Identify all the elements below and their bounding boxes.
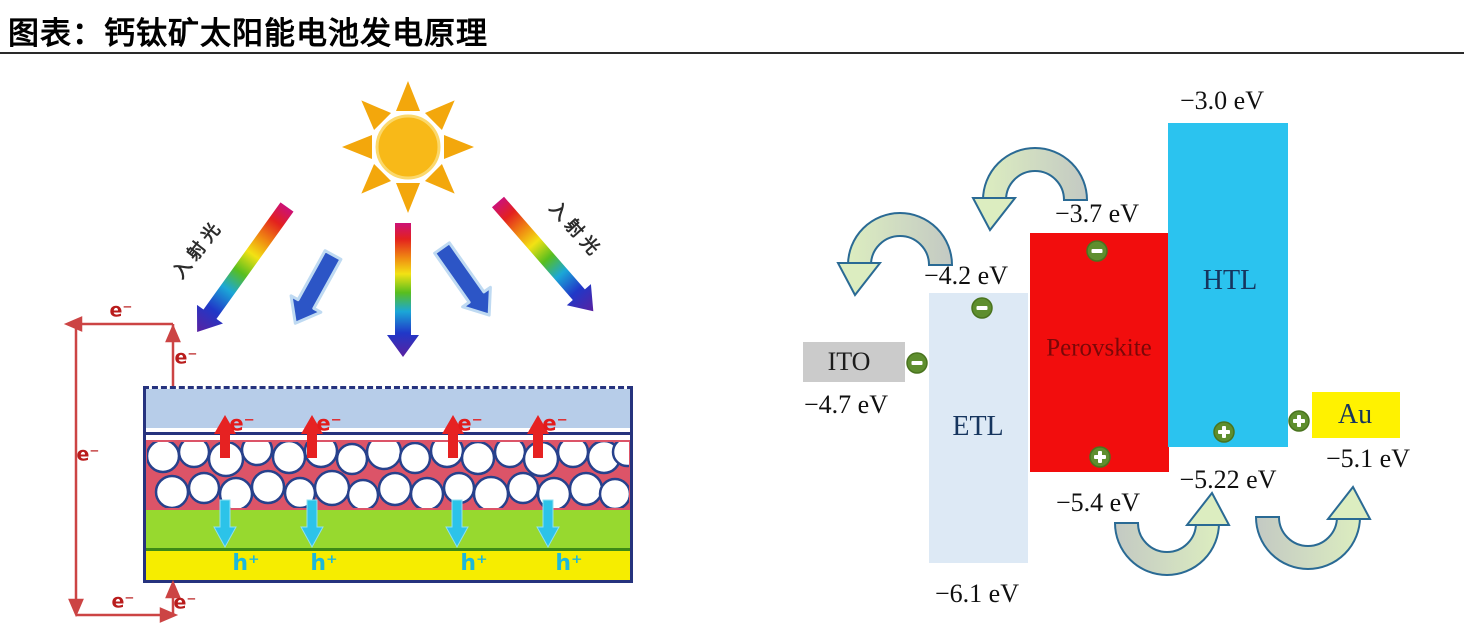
energy-perovskite-bottom: −5.4 eV xyxy=(1056,488,1140,517)
energy-etl-top: −4.2 eV xyxy=(924,261,1008,290)
ito-box xyxy=(803,342,905,382)
perovskite-label: Perovskite xyxy=(1046,334,1152,362)
incident-light-label-right: 入射光 xyxy=(545,197,607,263)
energy-htl-top: −3.0 eV xyxy=(1180,86,1264,115)
perovskite-layer xyxy=(146,440,630,510)
electron-label: e⁻ xyxy=(316,411,342,436)
energy-ito: −4.7 eV xyxy=(804,390,888,419)
circuit-electron-label: e⁻ xyxy=(174,346,198,369)
htl-label: HTL xyxy=(1202,265,1258,296)
energy-perovskite-top: −3.7 eV xyxy=(1055,199,1139,228)
circuit-electron-label: e⁻ xyxy=(173,591,197,614)
circuit-electron-label: e⁻ xyxy=(76,443,100,466)
circuit-electron-label: e⁻ xyxy=(111,590,135,613)
electron-label: e⁻ xyxy=(542,411,568,436)
perovskite-box xyxy=(1030,233,1169,472)
energy-au: −5.1 eV xyxy=(1326,444,1410,473)
sunlight-arrow-right-blue xyxy=(433,241,492,317)
sun-icon xyxy=(342,81,474,213)
etl-box xyxy=(929,293,1028,563)
hole-label: h⁺ xyxy=(460,551,488,576)
wire-arrowhead-left xyxy=(63,316,83,332)
electrode-layer-yellow xyxy=(146,551,630,580)
hole-label: h⁺ xyxy=(232,551,260,576)
incident-light-label-left: 入射光 xyxy=(168,215,228,283)
title-divider xyxy=(0,52,1464,54)
wire-arrowhead-down xyxy=(68,598,84,618)
energy-htl-bottom: −5.22 eV xyxy=(1179,465,1277,494)
electron-label: e⁻ xyxy=(457,411,483,436)
page-title: 图表：钙钛矿太阳能电池发电原理 xyxy=(8,16,488,51)
htl-layer-edge xyxy=(146,548,630,551)
circuit-electron-label: e⁻ xyxy=(109,299,133,322)
hole-transfer-arrow-htl-to-au xyxy=(1254,485,1372,570)
au-label: Au xyxy=(1337,399,1373,430)
sunlight-arrow-left-blue xyxy=(289,249,343,325)
hole-label: h⁺ xyxy=(555,551,583,576)
au-box xyxy=(1312,392,1400,438)
htl-layer-green xyxy=(146,510,630,548)
incident-light-arrow-center xyxy=(387,223,419,357)
htl-box xyxy=(1168,123,1288,447)
hole-label: h⁺ xyxy=(310,551,338,576)
electron-label: e⁻ xyxy=(229,411,255,436)
incident-light-arrow-left xyxy=(196,202,294,333)
compact-layer-line xyxy=(146,432,630,435)
energy-etl-bottom: −6.1 eV xyxy=(935,579,1019,608)
wire-arrowhead-up-top xyxy=(165,323,181,343)
etl-label: ETL xyxy=(952,411,1004,442)
ito-label: ITO xyxy=(827,347,871,376)
